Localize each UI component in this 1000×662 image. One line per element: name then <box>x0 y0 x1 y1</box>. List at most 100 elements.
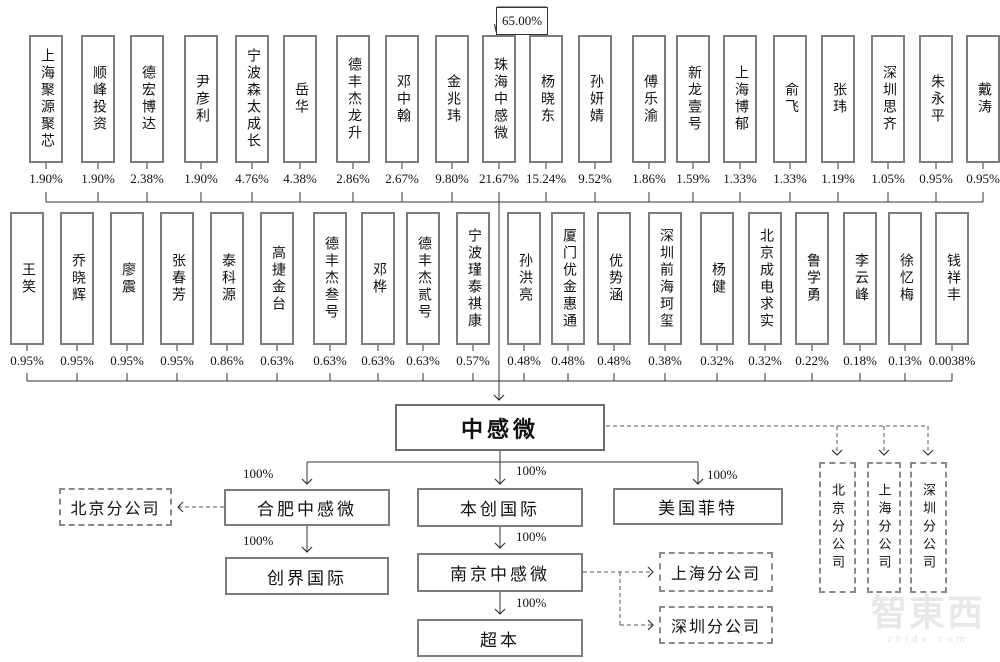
shareholder-pct: 2.67% <box>385 171 419 186</box>
shareholder-pct: 4.76% <box>235 171 269 186</box>
shareholder-name: 优势涵 <box>607 253 622 304</box>
shareholder-name: 德宏博达 <box>140 65 155 133</box>
shareholder-name: 上海聚源聚芯 <box>39 48 54 150</box>
shareholder-name: 孙洪亮 <box>517 253 532 304</box>
shareholder-pct: 1.59% <box>676 171 710 186</box>
shareholder-box: 钱祥丰 <box>935 212 969 345</box>
shareholder-box: 尹彦利 <box>184 35 218 163</box>
ownership-label-meiguofeite: 100% <box>707 467 738 482</box>
shareholder-box: 孙妍婧 <box>578 35 612 163</box>
shareholder-box: 厦门优金惠通 <box>551 212 585 345</box>
shareholder-pct: 21.67% <box>478 171 520 186</box>
shareholder-pct: 0.63% <box>406 353 440 368</box>
shareholder-name: 德丰杰贰号 <box>416 236 431 321</box>
shareholder-name: 杨健 <box>710 261 725 296</box>
shareholder-box: 泰科源 <box>210 212 244 345</box>
shareholder-pct: 0.95% <box>110 353 144 368</box>
shareholder-pct: 2.86% <box>336 171 370 186</box>
ownership-label-chaoben: 100% <box>516 595 547 610</box>
shareholder-box: 金兆玮 <box>435 35 469 163</box>
subsidiary-benchuang-box: 本创国际 <box>417 488 583 527</box>
shareholder-name: 张春芳 <box>170 253 185 304</box>
shareholder-box: 廖震 <box>110 212 144 345</box>
subsidiary-hefei-box: 合肥中感微 <box>224 489 390 526</box>
shareholder-box: 张春芳 <box>160 212 194 345</box>
shareholder-name: 新龙壹号 <box>686 65 701 133</box>
top-ownership-label: 65.00% <box>496 7 548 35</box>
shareholder-name: 岳华 <box>293 82 308 116</box>
shareholder-pct: 0.38% <box>648 353 682 368</box>
shareholder-box: 德丰杰叁号 <box>313 212 347 345</box>
shareholder-box: 鲁学勇 <box>795 212 829 345</box>
shareholder-box: 李云峰 <box>843 212 877 345</box>
shareholder-box: 宁波瑾泰祺康 <box>456 212 490 345</box>
ownership-label-hefei: 100% <box>243 466 274 481</box>
subsidiary-meiguofeite-box: 美国菲特 <box>613 488 783 525</box>
shareholder-name: 深圳思齐 <box>881 65 896 133</box>
watermark: 智東西 zhidx.com <box>856 592 1000 645</box>
shareholder-pct: 1.90% <box>184 171 218 186</box>
shareholder-box: 珠海中感微 <box>482 35 516 163</box>
shareholder-pct: 1.33% <box>773 171 807 186</box>
shareholder-name: 邓桦 <box>371 261 386 296</box>
shareholder-pct: 0.32% <box>700 353 734 368</box>
shareholder-box: 北京成电求实 <box>748 212 782 345</box>
ownership-label-nanjing: 100% <box>516 529 547 544</box>
shareholder-box: 杨晓东 <box>529 35 563 163</box>
watermark-url: zhidx.com <box>886 635 970 646</box>
branch-beijing-right-label: 北京分公司 <box>830 482 845 573</box>
shareholder-box: 深圳思齐 <box>871 35 905 163</box>
shareholder-name: 徐忆梅 <box>898 253 913 304</box>
shareholder-name: 金兆玮 <box>445 73 460 125</box>
shareholder-box: 朱永平 <box>919 35 953 163</box>
shareholder-pct: 0.0038% <box>928 353 976 368</box>
shareholder-pct: 9.80% <box>435 171 469 186</box>
shareholder-pct: 2.38% <box>130 171 164 186</box>
shareholder-name: 泰科源 <box>220 253 235 304</box>
shareholder-pct: 0.95% <box>160 353 194 368</box>
shareholder-box: 优势涵 <box>597 212 631 345</box>
shareholder-box: 宁波森太成长 <box>235 35 269 163</box>
shareholder-box: 乔晓辉 <box>60 212 94 345</box>
shareholder-box: 新龙壹号 <box>676 35 710 163</box>
branch-shanghai-right-label: 上海分公司 <box>876 482 892 573</box>
subsidiary-chaoben-box: 超本 <box>417 619 583 657</box>
ownership-label-chuangjie: 100% <box>243 533 274 548</box>
shareholder-pct: 0.48% <box>597 353 631 368</box>
branch-shanghai-right-box: 上海分公司 <box>867 462 901 593</box>
shareholder-pct: 1.33% <box>723 171 757 186</box>
shareholder-pct: 0.63% <box>361 353 395 368</box>
shareholder-pct: 0.32% <box>748 353 782 368</box>
shareholder-name: 尹彦利 <box>194 73 209 125</box>
shareholder-name: 鲁学勇 <box>805 253 820 304</box>
shareholder-pct: 4.38% <box>283 171 317 186</box>
shareholder-name: 俞飞 <box>783 82 798 116</box>
shareholder-pct: 0.57% <box>456 353 490 368</box>
branch-shanghai-mid-box: 上海分公司 <box>659 552 773 592</box>
shareholder-name: 钱祥丰 <box>945 253 960 304</box>
company-box: 中感微 <box>395 404 605 451</box>
shareholder-name: 珠海中感微 <box>492 56 507 142</box>
shareholder-pct: 0.22% <box>795 353 829 368</box>
shareholder-box: 上海博郁 <box>723 35 757 163</box>
shareholder-pct: 1.05% <box>871 171 905 186</box>
shareholder-pct: 0.86% <box>210 353 244 368</box>
shareholder-box: 杨健 <box>700 212 734 345</box>
shareholder-pct: 0.48% <box>507 353 541 368</box>
shareholder-name: 朱永平 <box>929 73 944 125</box>
shareholder-box: 徐忆梅 <box>888 212 922 345</box>
shareholder-box: 德丰杰贰号 <box>406 212 440 345</box>
shareholder-pct: 1.86% <box>632 171 666 186</box>
branch-shenzhen-right-label: 深圳分公司 <box>921 482 936 573</box>
shareholder-pct: 0.48% <box>551 353 585 368</box>
shareholder-pct: 1.19% <box>821 171 855 186</box>
shareholder-name: 孙妍婧 <box>588 73 603 125</box>
shareholder-box: 上海聚源聚芯 <box>29 35 63 163</box>
shareholder-box: 傅乐渝 <box>632 35 666 163</box>
shareholder-name: 北京成电求实 <box>758 227 773 330</box>
shareholder-box: 张玮 <box>821 35 855 163</box>
shareholder-box: 顺峰投资 <box>81 35 115 163</box>
shareholder-box: 俞飞 <box>773 35 807 163</box>
shareholder-pct: 1.90% <box>81 171 115 186</box>
